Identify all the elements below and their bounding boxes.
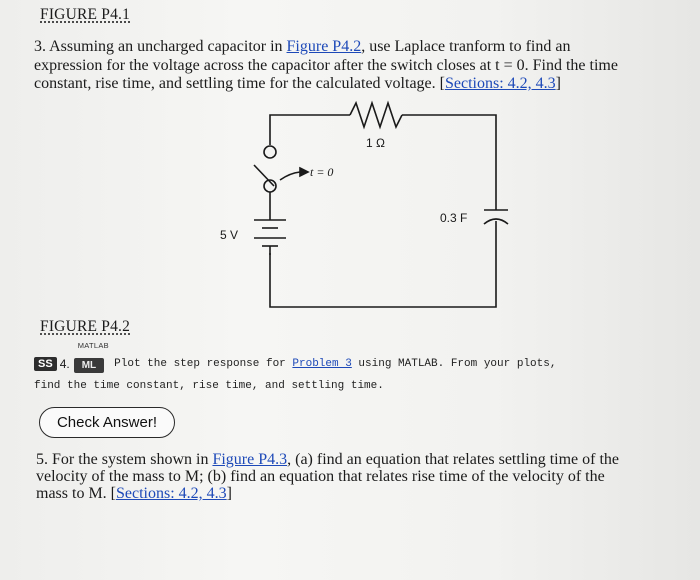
- problem-3-link[interactable]: Problem 3: [292, 358, 352, 370]
- figure-p4-2-text: FIGURE P4.2: [40, 318, 131, 335]
- problem-3-text: 3. Assuming an uncharged capacitor in: [34, 38, 287, 55]
- problem-5-line-2: velocity of the mass to M; (b) find an e…: [36, 468, 605, 485]
- matlab-badge-label: MATLAB: [77, 341, 109, 350]
- problem-3-line-1: 3. Assuming an uncharged capacitor in Fi…: [34, 38, 684, 57]
- problem-4-number: 4.: [59, 357, 70, 371]
- figure-p4-1-label: FIGURE P4.1: [40, 6, 130, 24]
- switch-time-label: t = 0: [310, 165, 333, 179]
- problem-3-text: , use Laplace tranform to find an: [361, 38, 571, 55]
- problem-5-line-1: 5. For the system shown in Figure P4.3, …: [36, 451, 686, 468]
- check-answer-button[interactable]: Check Answer!: [39, 407, 175, 438]
- switch-contact-top: [263, 145, 277, 159]
- problem-5-text: 5. For the system shown in: [36, 451, 213, 468]
- figure-p4-3-link[interactable]: Figure P4.3: [212, 451, 288, 468]
- problem-5-text: ]: [226, 485, 232, 502]
- resistor-label: 1 Ω: [366, 136, 385, 150]
- switch-blade: [253, 164, 275, 187]
- capacitor-label: 0.3 F: [440, 211, 467, 225]
- problem-4-text-post: using MATLAB. From your plots,: [351, 358, 557, 370]
- problem-4-line-1: SS 4. MATLAB ML Plot the step response f…: [34, 341, 674, 373]
- problem-5: 5. For the system shown in Figure P4.3, …: [36, 451, 686, 502]
- ml-badge: ML: [73, 358, 105, 373]
- problem-3-line-2: expression for the voltage across the ca…: [34, 56, 618, 74]
- problem-5-text: mass to M. [: [36, 485, 116, 502]
- matlab-badge: MATLAB ML: [73, 341, 109, 373]
- bottom-wire: [269, 221, 497, 308]
- problem-4-line-2: find the time constant, rise time, and s…: [34, 380, 384, 392]
- problem-4-text: Plot the step response for Problem 3 usi…: [114, 358, 556, 370]
- circuit-diagram: 1 Ω t = 0 0.3 F 5 V: [220, 100, 509, 308]
- problem-3-text: ]: [555, 75, 561, 92]
- ss-badge: SS: [34, 357, 57, 371]
- problem-5-text: , (a) find an equation that relates sett…: [287, 451, 620, 468]
- capacitor-plate-bottom: [483, 218, 509, 225]
- figure-p4-2-label: FIGURE P4.2: [40, 318, 130, 336]
- problem-4: SS 4. MATLAB ML Plot the step response f…: [34, 341, 674, 392]
- problem-3-text: constant, rise time, and settling time f…: [34, 75, 445, 92]
- switch-arrow-arc: [279, 171, 301, 181]
- problem-3: 3. Assuming an uncharged capacitor in Fi…: [34, 38, 684, 94]
- source-label: 5 V: [220, 228, 238, 242]
- sections-link[interactable]: Sections: 4.2, 4.3: [116, 485, 227, 502]
- problem-5-line-3: mass to M. [Sections: 4.2, 4.3]: [36, 485, 686, 502]
- right-wire-top: [402, 114, 497, 210]
- top-left-wire: [269, 114, 350, 145]
- figure-p4-2-link[interactable]: Figure P4.2: [286, 38, 362, 55]
- figure-p4-1-text: FIGURE P4.1: [40, 6, 131, 23]
- sections-link[interactable]: Sections: 4.2, 4.3: [444, 75, 556, 92]
- problem-3-line-3: constant, rise time, and settling time f…: [34, 75, 684, 94]
- resistor: [349, 100, 403, 130]
- switch-arrow-head: [299, 166, 310, 178]
- problem-4-text-pre: Plot the step response for: [114, 358, 293, 370]
